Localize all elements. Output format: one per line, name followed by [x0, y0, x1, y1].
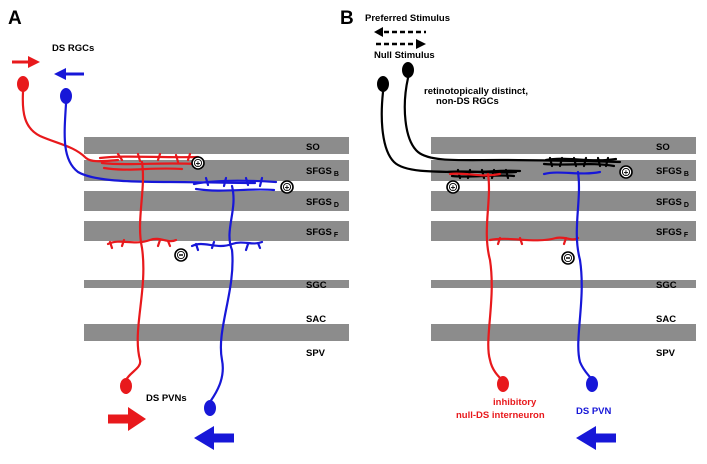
- svg-text:+: +: [285, 183, 290, 192]
- layer-band-sgc: [84, 280, 349, 288]
- layer-label-spv: SPV: [656, 348, 676, 359]
- layer-band-sac: [431, 324, 696, 341]
- non-ds-rgcs-label-line1: retinotopically distinct,: [424, 86, 528, 97]
- ds-rgcs-label: DS RGCs: [52, 43, 94, 54]
- inhibitory-synapse-icon: [174, 248, 188, 262]
- blue-arrow-left-icon: [194, 426, 234, 450]
- blue-ds-pvn: [190, 184, 264, 416]
- blue-arrow-left-icon: [54, 68, 84, 80]
- excitatory-synapse-icon: +: [619, 165, 633, 179]
- red-ds-pvn: [106, 160, 178, 394]
- interneuron-label-line1: inhibitory: [493, 397, 537, 408]
- layer-band-sfgs-f: [431, 221, 696, 241]
- layer-label-spv: SPV: [306, 348, 326, 359]
- layer-band-sfgs-b: [84, 160, 349, 181]
- layer-band-so: [84, 137, 349, 154]
- blue-rgc-soma: [60, 88, 72, 104]
- excitatory-synapse-icon: +: [280, 180, 294, 194]
- blue-arrow-left-icon: [576, 426, 616, 450]
- excitatory-synapse-icon: +: [446, 180, 460, 194]
- layer-label-so: SO: [306, 142, 320, 153]
- excitatory-synapse-icon: +: [191, 156, 205, 170]
- red-rgc-soma: [17, 76, 29, 92]
- black-rgc-soma: [377, 76, 389, 92]
- inhibitory-synapse-icon: [561, 251, 575, 265]
- panel-b-letter: B: [340, 8, 354, 29]
- ds-pvns-label: DS PVNs: [146, 393, 187, 404]
- ds-pvn-label: DS PVN: [576, 406, 612, 417]
- layer-band-sgc: [431, 280, 696, 288]
- null-stimulus-label: Null Stimulus: [374, 50, 435, 61]
- blue-ds-rgc: [60, 88, 278, 192]
- layer-label-sac: SAC: [656, 314, 676, 325]
- panel-a-layers: [84, 137, 349, 341]
- layer-band-sac: [84, 324, 349, 341]
- interneuron-label-line2: null-DS interneuron: [456, 410, 545, 421]
- blue-ds-pvn: [542, 170, 602, 392]
- black-rgc-soma: [402, 62, 414, 78]
- layer-label-sgc: SGC: [306, 280, 327, 291]
- red-pvn-soma: [120, 378, 132, 394]
- pvn-soma: [586, 376, 598, 392]
- layer-label-so: SO: [656, 142, 670, 153]
- interneuron-soma: [497, 376, 509, 392]
- layer-label-sac: SAC: [306, 314, 326, 325]
- non-ds-rgcs: [377, 62, 622, 180]
- layer-band-sfgs-f: [84, 221, 349, 241]
- red-arrow-right-icon: [108, 407, 146, 431]
- red-ds-rgc: [17, 76, 200, 171]
- svg-text:+: +: [624, 168, 629, 177]
- dashed-arrow-left-icon: [374, 27, 426, 37]
- non-ds-rgcs-label-line2: non-DS RGCs: [436, 96, 499, 107]
- layer-band-sfgs-d: [84, 191, 349, 211]
- red-arrow-right-icon: [12, 56, 40, 68]
- red-inhibitory-interneuron: [448, 172, 580, 392]
- svg-text:+: +: [196, 159, 201, 168]
- layer-label-sgc: SGC: [656, 280, 677, 291]
- panel-b-layers: [431, 137, 696, 341]
- layer-band-so: [431, 137, 696, 154]
- preferred-stimulus-label: Preferred Stimulus: [365, 13, 450, 24]
- dashed-arrow-right-icon: [376, 39, 426, 49]
- layer-band-sfgs-d: [431, 191, 696, 211]
- panel-a-letter: A: [8, 8, 22, 29]
- svg-text:+: +: [451, 183, 456, 192]
- blue-pvn-soma: [204, 400, 216, 416]
